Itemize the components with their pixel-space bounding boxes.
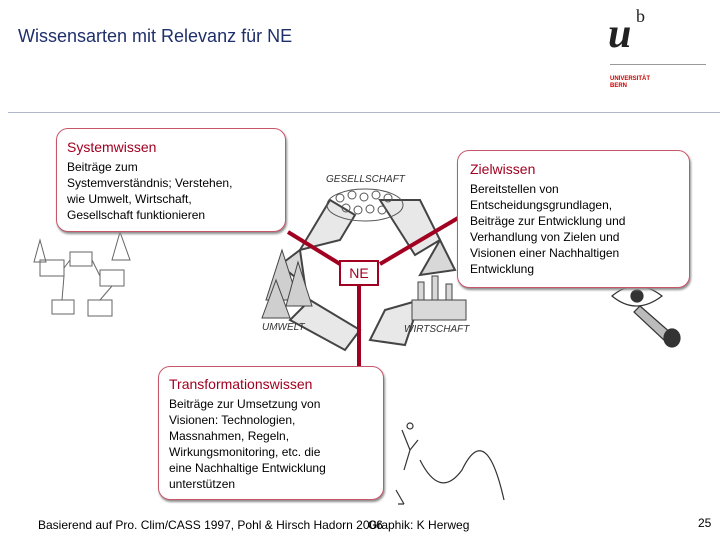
systemwissen-body: Beiträge zum Systemverständnis; Verstehe… <box>67 160 233 222</box>
systemwissen-title: Systemwissen <box>67 139 157 155</box>
ne-center-label: NE <box>339 260 379 286</box>
systemwissen-box: Systemwissen Beiträge zum Systemverständ… <box>56 128 286 232</box>
page-number: 25 <box>698 516 712 530</box>
logo-rule <box>610 64 706 65</box>
industry-sketch <box>411 275 467 321</box>
economy-caption: WIRTSCHAFT <box>404 324 470 335</box>
society-sketch <box>326 188 404 222</box>
footer-source: Basierend auf Pro. Clim/CASS 1997, Pohl … <box>38 518 383 532</box>
recycle-symbol <box>278 198 457 352</box>
connector-lines <box>286 216 460 368</box>
logo-letter: u <box>608 11 632 57</box>
header-divider <box>8 112 720 113</box>
transformationswissen-body: Beiträge zur Umsetzung von Visionen: Tec… <box>169 397 326 491</box>
slide-title: Wissensarten mit Relevanz für NE <box>18 26 293 46</box>
logo-caption: UNIVERSITÄT BERN <box>610 76 651 89</box>
transformation-sketch <box>395 422 505 505</box>
transformationswissen-box: Transformationswissen Beiträge zur Umset… <box>158 366 384 500</box>
university-logo: u b UNIVERSITÄT BERN <box>606 6 706 96</box>
logo-superscript: b <box>636 6 645 26</box>
society-caption: GESELLSCHAFT <box>326 174 406 185</box>
footer-graphic-credit: Graphik: K Herweg <box>368 518 470 532</box>
tree-sketch <box>261 248 313 319</box>
zielwissen-box: Zielwissen Bereitstellen von Entscheidun… <box>457 150 690 288</box>
transformationswissen-title: Transformationswissen <box>169 376 313 392</box>
zielwissen-body: Bereitstellen von Entscheidungsgrundlage… <box>470 182 626 276</box>
system-diagram-sketch <box>33 230 131 317</box>
environment-caption: UMWELT <box>262 322 305 333</box>
zielwissen-title: Zielwissen <box>470 161 536 177</box>
